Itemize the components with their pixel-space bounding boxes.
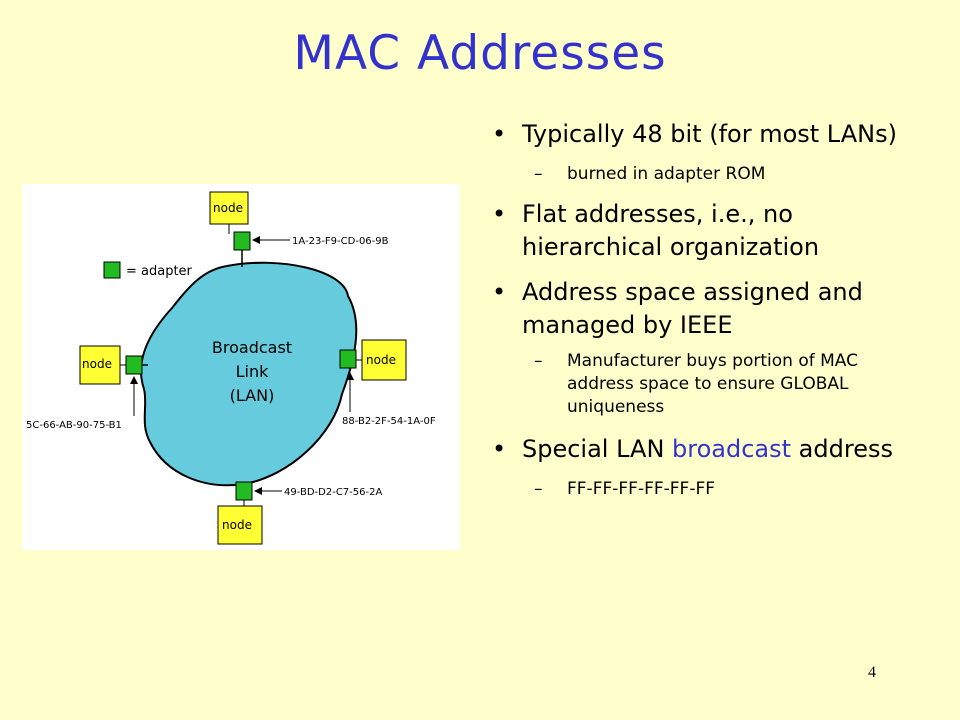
page-number: 4	[868, 664, 876, 681]
bullet-3-text: Address space assigned and managed by IE…	[522, 278, 863, 339]
bullet-4: •Special LAN broadcast address	[492, 435, 893, 463]
node-top-label: node	[213, 201, 243, 215]
node-bottom	[217, 505, 263, 545]
bullet-1-sub-1-text: burned in adapter ROM	[567, 164, 766, 184]
bullet-1-sub-1: –burned in adapter ROM	[534, 164, 766, 184]
address-left: 5C-66-AB-90-75-B1	[26, 420, 122, 431]
bullet-3: •Address space assigned and managed by I…	[492, 278, 863, 339]
bullet-1-text: Typically 48 bit (for most LANs)	[522, 120, 897, 148]
address-right: 88-B2-2F-54-1A-0F	[342, 416, 436, 427]
bullet-list: •Typically 48 bit (for most LANs) –burne…	[490, 118, 930, 501]
node-bottom-label: node	[222, 518, 252, 532]
bullet-4-text-before: Special LAN	[522, 435, 673, 463]
legend-label: = adapter	[126, 264, 193, 279]
lan-label-line-3: (LAN)	[229, 386, 275, 405]
bullet-3-sub-1-text: Manufacturer buys portion of MAC address…	[567, 351, 858, 417]
node-right-label: node	[366, 353, 396, 367]
address-top: 1A-23-F9-CD-06-9B	[292, 236, 389, 247]
bullet-4-sub-1-text: FF-FF-FF-FF-FF-FF	[567, 479, 716, 499]
lan-diagram: node node node node = adapter 1A-23-F9-C…	[22, 184, 460, 550]
lan-label-bg	[170, 324, 316, 428]
adapter-bottom	[235, 481, 253, 501]
lan-label: Broadcast Link (LAN)	[192, 336, 312, 408]
bullet-3-sub-1: –Manufacturer buys portion of MAC addres…	[534, 351, 858, 417]
adapter-left	[125, 355, 143, 375]
bullet-4-highlight: broadcast	[672, 435, 792, 463]
bullet-1: •Typically 48 bit (for most LANs)	[492, 120, 897, 148]
lan-diagram-svg: node node node node = adapter 1A-23-F9-C…	[26, 191, 436, 545]
bullet-2: •Flat addresses, i.e., no hierarchical o…	[492, 200, 820, 261]
node-left-label: node	[82, 357, 112, 371]
lan-label-line-2: Link	[235, 362, 269, 381]
bullet-4-text-after: address	[791, 435, 893, 463]
slide-title: MAC Addresses	[293, 26, 667, 81]
node-left	[79, 345, 121, 385]
legend-adapter-swatch	[103, 261, 121, 279]
lan-label-line-1: Broadcast	[211, 338, 293, 357]
adapter-right	[339, 349, 357, 369]
bullet-4-sub-1: –FF-FF-FF-FF-FF-FF	[534, 479, 716, 499]
node-right	[361, 339, 407, 381]
adapter-top	[233, 231, 251, 251]
address-bottom: 49-BD-D2-C7-56-2A	[284, 487, 382, 498]
bullet-2-text: Flat addresses, i.e., no hierarchical or…	[522, 200, 820, 261]
